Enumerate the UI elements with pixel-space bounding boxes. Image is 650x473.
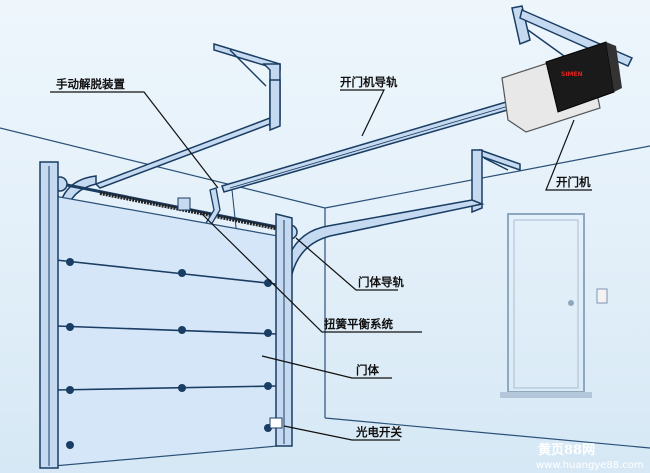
ceiling-line-right <box>324 145 650 209</box>
garage-door-opener: SIMEN <box>501 41 622 133</box>
label-opener: 开门机 <box>556 175 591 189</box>
photo-sensor-icon <box>269 417 283 429</box>
leader-lines <box>50 89 592 441</box>
wall-switch-icon <box>596 288 608 304</box>
ceiling-bracket-right <box>471 148 521 214</box>
label-torsion-spring: 扭簧平衡系统 <box>324 317 393 331</box>
label-door-rail: 门体导轨 <box>358 275 404 289</box>
label-opener-rail: 开门机导轨 <box>340 75 398 89</box>
back-door-panel <box>513 219 579 389</box>
floor-line <box>324 417 650 449</box>
door-knob-icon <box>568 300 574 306</box>
label-photo-sensor: 光电开关 <box>355 425 402 439</box>
track-left <box>57 79 281 215</box>
door-body <box>53 195 279 467</box>
leader-opener-rail <box>340 89 385 137</box>
watermark-line1: 黄页88网 <box>538 442 595 458</box>
label-door-body: 门体 <box>356 363 379 377</box>
back-door-sill <box>500 392 592 398</box>
leader-door-body <box>261 355 392 379</box>
label-manual-release: 手动解脱装置 <box>56 77 125 91</box>
opener-brand-text: SIMEN <box>561 71 583 78</box>
watermark-line2: www.huangye88.com <box>536 460 644 471</box>
back-door <box>500 213 608 398</box>
door-panel-seams <box>55 259 277 391</box>
room-lines <box>0 127 650 449</box>
leader-door-rail <box>295 237 398 291</box>
leader-manual-release <box>50 91 219 189</box>
vertical-tracks <box>39 161 293 469</box>
photo-sensor <box>269 417 283 429</box>
track-right <box>283 199 485 275</box>
leader-photo-sensor <box>283 425 400 441</box>
leader-torsion-spring <box>201 213 422 333</box>
watermark: 黄页88网 www.huangye88.com <box>536 442 644 471</box>
center-bracket <box>177 197 191 211</box>
ceiling-line-left <box>0 127 326 209</box>
leader-opener <box>545 119 592 191</box>
